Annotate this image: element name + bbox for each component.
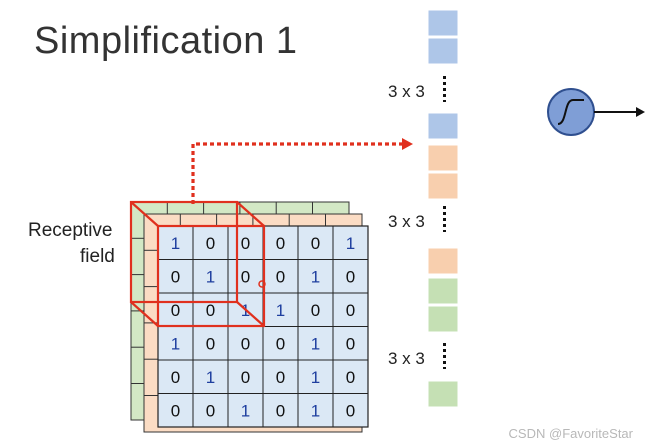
grid-cell-value: 0 <box>346 334 355 353</box>
grid-cell-value: 0 <box>171 401 180 420</box>
grid-cell <box>332 393 369 428</box>
grid-cell-value: 0 <box>241 368 250 387</box>
receptive-field-label-line1: Receptive <box>28 220 113 241</box>
grid-cell-value: 0 <box>346 401 355 420</box>
grid-cell-value: 0 <box>311 301 320 320</box>
ellipsis-icon <box>443 206 446 232</box>
vector-cell-blue <box>427 112 459 140</box>
grid-cell-value: 1 <box>171 234 180 253</box>
grid-cell-value: 1 <box>206 267 215 286</box>
grid-cell-value: 0 <box>311 234 320 253</box>
receptive-field-label-line2: field <box>80 246 115 267</box>
grid-cell-value: 0 <box>346 368 355 387</box>
kernel-size-label-1: 3 x 3 <box>388 82 425 101</box>
grid-cell-value: 1 <box>311 334 320 353</box>
grid-cell-value: 0 <box>276 334 285 353</box>
grid-cell-value: 1 <box>171 334 180 353</box>
grid-cell-value: 0 <box>206 334 215 353</box>
grid-cell-value: 1 <box>241 401 250 420</box>
vector-cell-blue <box>427 9 459 37</box>
grid-cell-value: 0 <box>206 234 215 253</box>
sigmoid-neuron-icon <box>547 88 595 136</box>
vector-cell-green <box>427 305 459 333</box>
grid-cell-value: 1 <box>206 368 215 387</box>
output-arrow-icon <box>594 107 645 117</box>
grid-cell-value: 0 <box>276 368 285 387</box>
grid-cell-value: 1 <box>276 301 285 320</box>
grid-cell-value: 0 <box>241 334 250 353</box>
vector-cell-blue <box>427 37 459 65</box>
grid-cell-value: 0 <box>241 234 250 253</box>
vector-cell-orange <box>427 172 459 200</box>
grid-cell-value: 0 <box>206 301 215 320</box>
page-title: Simplification 1 <box>34 20 298 62</box>
grid-cell-value: 0 <box>171 301 180 320</box>
kernel-size-label-2: 3 x 3 <box>388 212 425 231</box>
grid-cell-value: 0 <box>276 234 285 253</box>
receptive-field-cube <box>129 200 266 328</box>
grid-cell-value: 1 <box>311 401 320 420</box>
grid-cell-value: 0 <box>206 401 215 420</box>
watermark: CSDN @FavoriteStar <box>508 426 633 441</box>
ellipsis-icon <box>443 76 446 102</box>
grid-cell-value: 1 <box>311 368 320 387</box>
ellipsis-icon <box>443 343 446 369</box>
grid-cell-value: 1 <box>346 234 355 253</box>
grid-cell-value: 0 <box>241 267 250 286</box>
grid-cell-value: 0 <box>171 267 180 286</box>
grid-cell-value: 0 <box>171 368 180 387</box>
vector-cell-orange <box>427 247 459 275</box>
grid-cell-value: 0 <box>346 301 355 320</box>
grid-cell-value: 0 <box>276 267 285 286</box>
vector-cell-green <box>427 277 459 305</box>
grid-cell-value: 1 <box>311 267 320 286</box>
kernel-size-label-3: 3 x 3 <box>388 349 425 368</box>
grid-cell-value: 0 <box>276 401 285 420</box>
flattened-vector <box>427 9 459 408</box>
dotted-arrow-icon <box>191 138 413 204</box>
vector-cell-green <box>427 380 459 408</box>
vector-cell-orange <box>427 144 459 172</box>
grid-cell-value: 0 <box>346 267 355 286</box>
cursor-marker <box>258 280 266 288</box>
